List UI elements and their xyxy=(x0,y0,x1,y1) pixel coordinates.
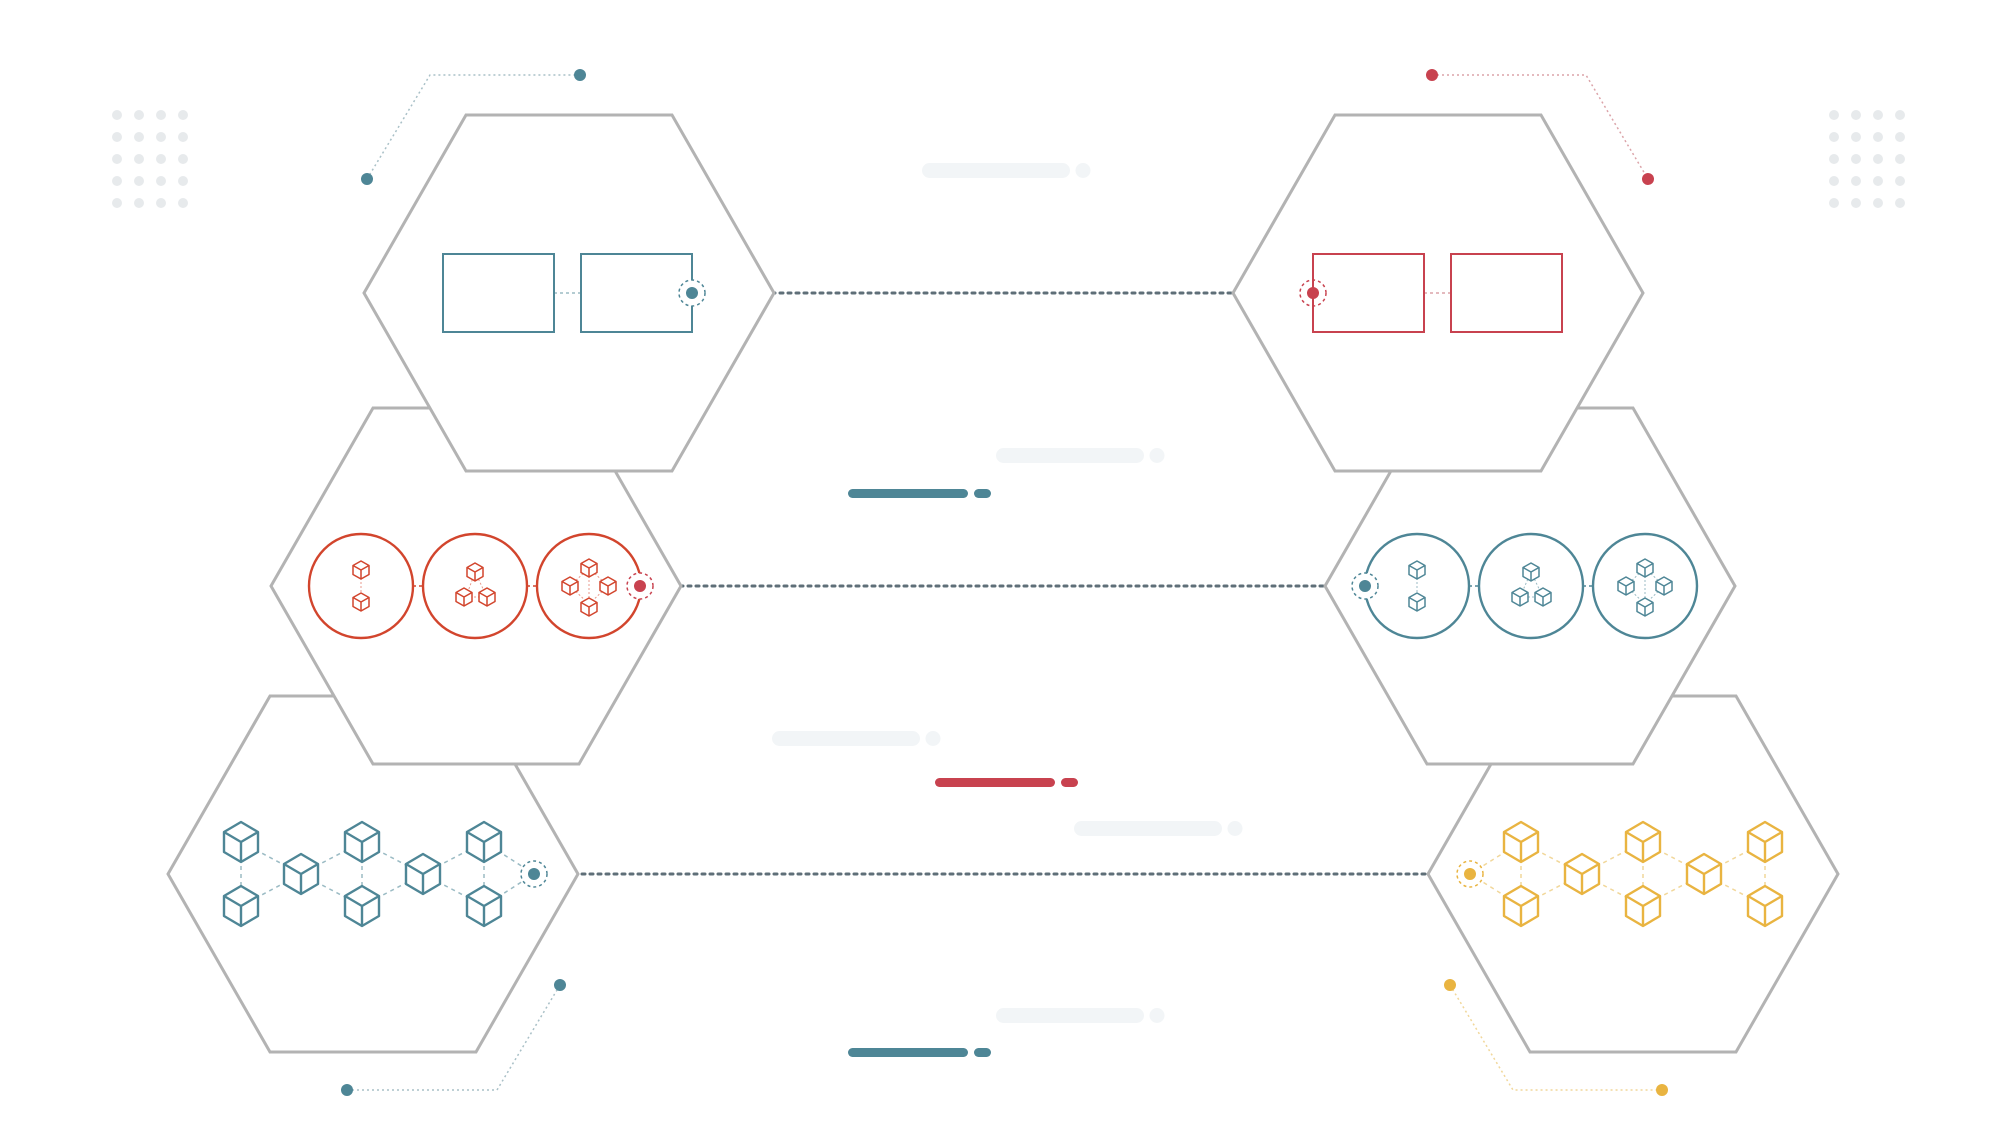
connector-node-right-2 xyxy=(1351,572,1379,600)
connector-node-right-1 xyxy=(1299,279,1327,307)
cube-circles-icon xyxy=(307,532,643,640)
hexagon-left-panels xyxy=(362,113,776,473)
two-panels-icon xyxy=(442,253,693,333)
corner-leader-bottom-right xyxy=(1444,979,1668,1096)
two-panels-icon xyxy=(1312,253,1563,333)
connector-node-left-3 xyxy=(520,860,548,888)
hexagon-left-blockchain xyxy=(166,694,580,1054)
accent-bar-teal-lower xyxy=(848,1048,991,1057)
connector-node-left-1 xyxy=(678,279,706,307)
text-placeholder-1 xyxy=(922,163,1091,178)
dot-grid-top-right xyxy=(1829,110,1905,208)
cube-circles-icon xyxy=(1363,532,1699,640)
corner-leader-bottom-left xyxy=(341,979,566,1096)
connector-node-left-2 xyxy=(626,572,654,600)
hexagon-right-panels xyxy=(1231,113,1645,473)
accent-bar-red xyxy=(935,778,1078,787)
connector-node-right-3 xyxy=(1456,860,1484,888)
text-placeholder-4 xyxy=(1074,821,1243,836)
corner-leader-top-left xyxy=(361,69,586,185)
text-placeholder-5 xyxy=(996,1008,1165,1023)
hexagon-right-cube-circles xyxy=(1323,406,1737,766)
text-placeholder-3 xyxy=(772,731,941,746)
corner-leader-top-right xyxy=(1426,69,1654,185)
hexagon-left-cube-circles xyxy=(269,406,683,766)
text-placeholder-2 xyxy=(996,448,1165,463)
cube-network-icon xyxy=(1469,820,1784,928)
accent-bar-teal-upper xyxy=(848,489,991,498)
cube-network-icon xyxy=(222,820,535,928)
dot-grid-top-left xyxy=(112,110,188,208)
